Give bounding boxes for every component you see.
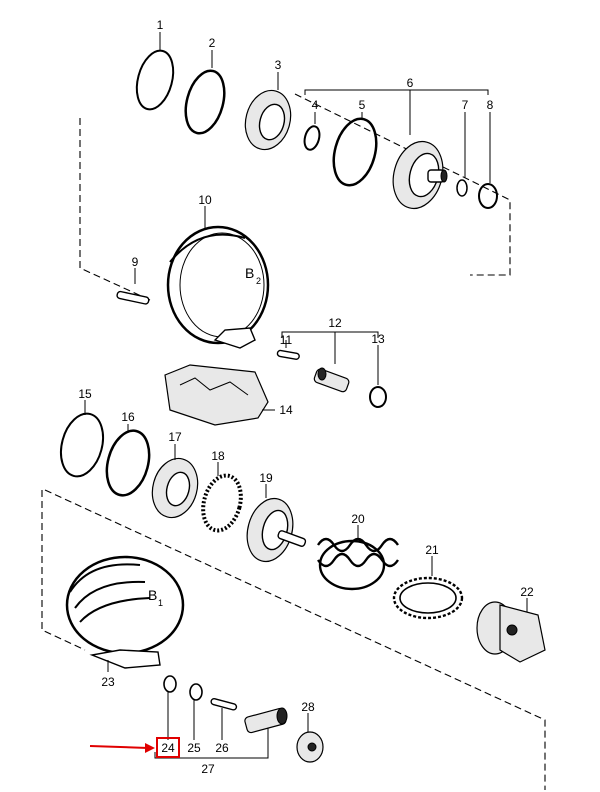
label-3: 3 (275, 58, 282, 72)
pin-11 (276, 340, 300, 360)
pin-9 (116, 268, 150, 305)
label-9: 9 (132, 255, 139, 269)
piston-6 (392, 140, 448, 210)
label-6: 6 (407, 76, 414, 90)
ring-16 (105, 424, 151, 497)
label-5: 5 (359, 98, 366, 112)
housing-22 (476, 598, 546, 663)
piston-19 (246, 484, 307, 563)
ring-4 (303, 112, 321, 151)
label-15: 15 (78, 387, 92, 401)
label-17: 17 (168, 430, 182, 444)
snap-ring-15 (59, 400, 105, 478)
label-26: 26 (215, 741, 229, 755)
seal-17 (151, 444, 199, 519)
o-ring-13 (369, 345, 387, 408)
label-13: 13 (371, 332, 385, 346)
bracket-27 (154, 728, 269, 759)
label-2: 2 (209, 36, 216, 50)
label-8: 8 (487, 98, 494, 112)
valve-body-14 (164, 364, 275, 426)
band-label-b1: B (148, 587, 157, 603)
brake-band-b2: B 2 (166, 206, 270, 349)
brake-band-b1: B 1 (65, 555, 185, 672)
label-21: 21 (425, 543, 439, 557)
label-1: 1 (157, 18, 164, 32)
piston-3 (244, 72, 292, 151)
plug-28 (296, 713, 324, 763)
highlight-part-24 (89, 737, 180, 758)
label-4: 4 (312, 98, 319, 112)
bracket-12 (281, 331, 379, 338)
label-24: 24 (161, 741, 175, 755)
bearing-ring-18 (201, 462, 243, 533)
label-25: 25 (187, 741, 201, 755)
label-10: 10 (198, 193, 212, 207)
ring-5 (332, 112, 378, 187)
label-20: 20 (351, 512, 365, 526)
valve-12 (313, 332, 350, 393)
label-7: 7 (462, 98, 469, 112)
o-ring-7 (456, 112, 468, 197)
spring-21 (392, 556, 464, 620)
label-22: 22 (520, 585, 534, 599)
o-ring-24 (163, 675, 177, 740)
circlip-8 (478, 112, 498, 209)
label-18: 18 (211, 449, 225, 463)
lower-assembly-frame (41, 489, 546, 790)
band-sublabel-b2: 2 (256, 276, 261, 286)
bracket-6 (304, 89, 489, 135)
label-12: 12 (328, 316, 342, 330)
upper-assembly-frame (79, 93, 511, 301)
ring-2 (184, 50, 226, 135)
label-28: 28 (301, 700, 315, 714)
pin-26 (210, 697, 238, 740)
spring-20 (317, 525, 399, 591)
label-16: 16 (121, 410, 135, 424)
band-label-b2: B (245, 265, 254, 281)
valve-27 (244, 707, 288, 734)
label-27: 27 (201, 762, 215, 776)
part-labels: 1 2 3 4 5 6 7 8 9 10 11 12 13 14 15 16 1… (78, 18, 534, 776)
snap-ring-1 (135, 32, 175, 111)
band-sublabel-b1: 1 (158, 598, 163, 608)
label-11: 11 (280, 333, 293, 347)
label-19: 19 (259, 471, 273, 485)
label-23: 23 (101, 675, 115, 689)
o-ring-25 (189, 683, 203, 740)
label-14: 14 (279, 403, 293, 417)
